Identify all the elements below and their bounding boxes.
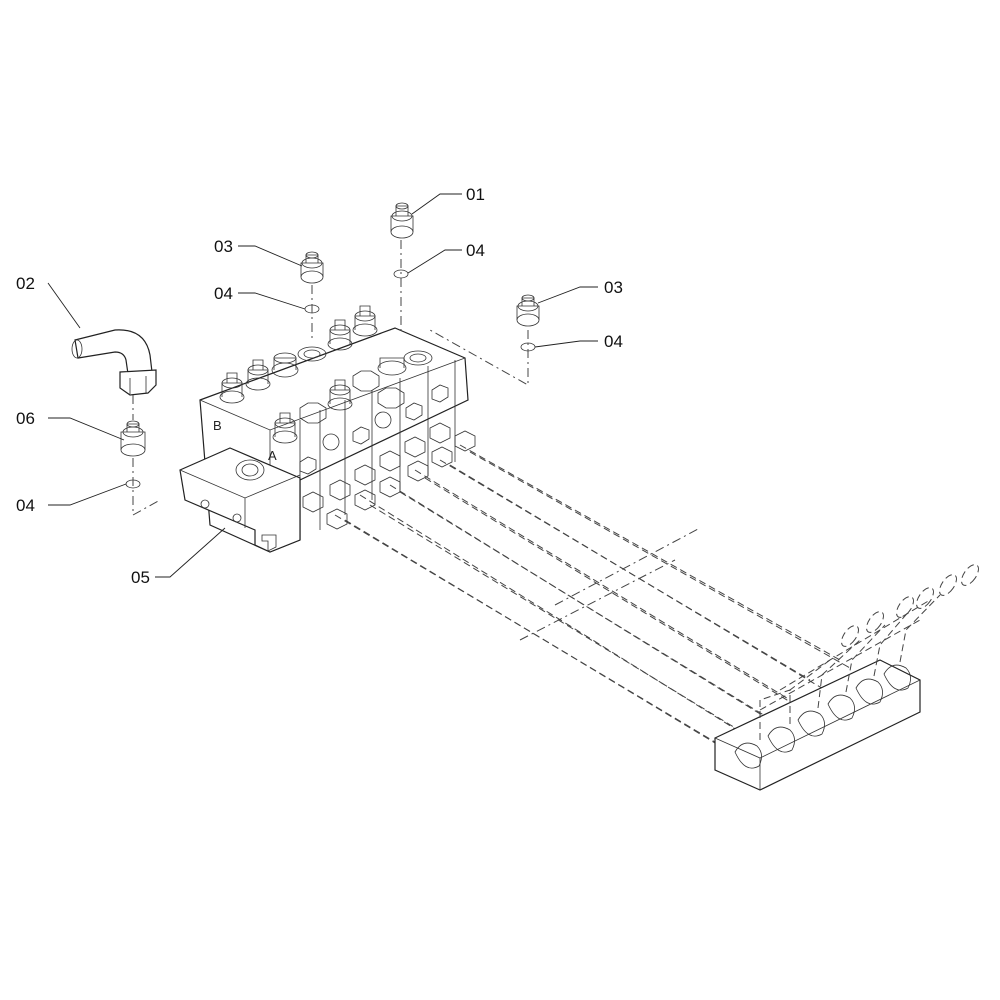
svg-text:04: 04 (214, 284, 233, 303)
lever-control-block (714, 659, 921, 791)
svg-text:A: A (268, 448, 277, 463)
callout-02: 02 (16, 274, 35, 293)
svg-text:02: 02 (16, 274, 35, 293)
inlet-section-05 (179, 447, 301, 553)
leader-lines (47, 193, 598, 578)
svg-text:04: 04 (466, 241, 485, 260)
adapter-fitting-06 (120, 420, 146, 457)
assembly-center-lines (132, 240, 529, 516)
valve-side-ports (299, 384, 476, 530)
svg-text:03: 03 (214, 237, 233, 256)
elbow-fitting-02 (71, 329, 157, 396)
adapter-fitting-01 (390, 202, 414, 239)
control-cables (334, 444, 851, 753)
svg-text:04: 04 (16, 496, 35, 515)
callout-04-top-center: 04 (466, 241, 485, 260)
callout-03-right: 03 (604, 278, 623, 297)
adapter-fitting-03-left (300, 251, 324, 284)
callout-05: 05 (131, 568, 150, 587)
callout-04-left: 04 (16, 496, 35, 515)
svg-text:04: 04 (604, 332, 623, 351)
adapter-fitting-03-right (516, 294, 540, 327)
callout-04-top-left: 04 (214, 284, 233, 303)
svg-text:B: B (213, 418, 222, 433)
port-b-label: B (213, 418, 222, 433)
port-a-label: A (268, 448, 277, 463)
control-levers (759, 564, 979, 740)
callout-01: 01 (466, 185, 485, 204)
callout-04-right: 04 (604, 332, 623, 351)
svg-text:05: 05 (131, 568, 150, 587)
svg-text:03: 03 (604, 278, 623, 297)
svg-text:01: 01 (466, 185, 485, 204)
valve-top-fittings (219, 305, 433, 444)
callout-06: 06 (16, 409, 35, 428)
svg-text:06: 06 (16, 409, 35, 428)
callout-03-left: 03 (214, 237, 233, 256)
